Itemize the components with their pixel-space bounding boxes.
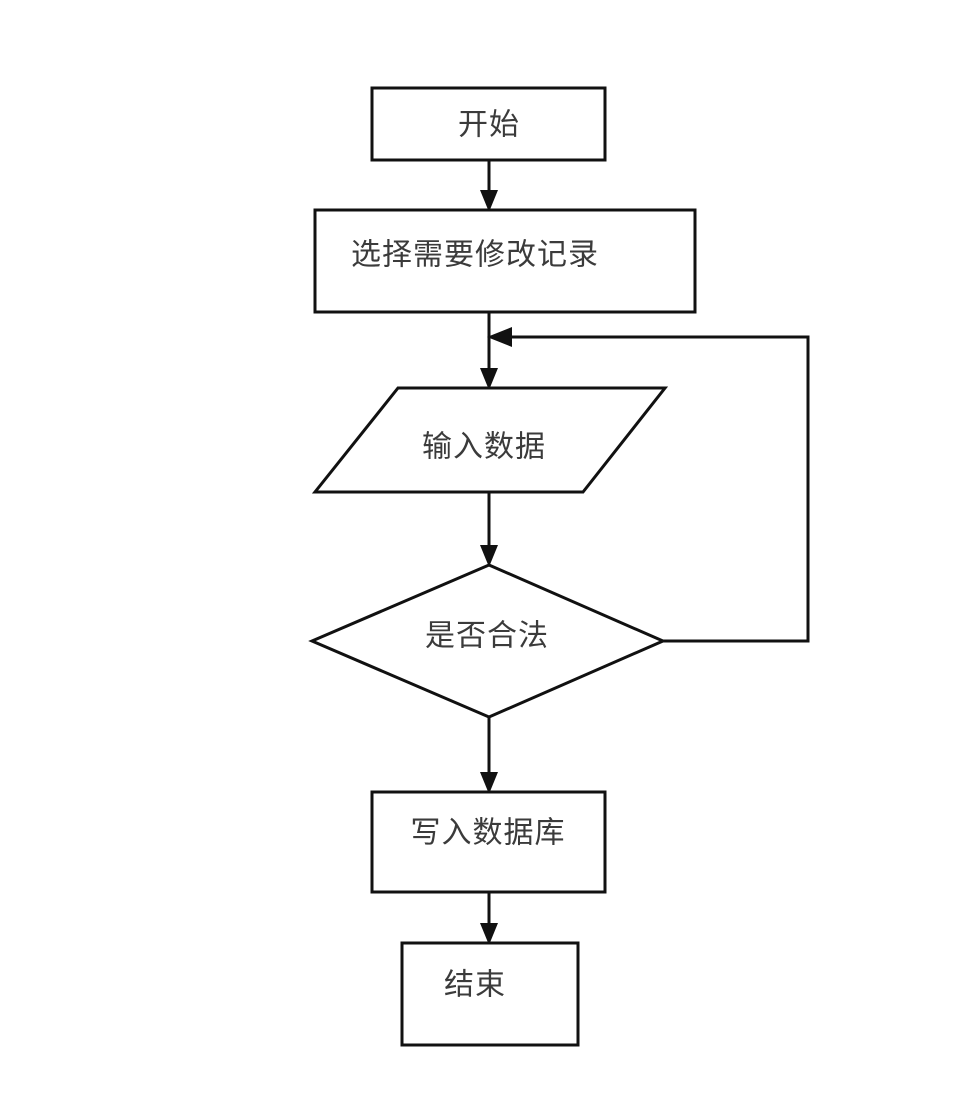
node-label-end: 结束 — [444, 968, 506, 1003]
node-write-db[interactable]: 写入数据库 — [370, 790, 607, 894]
node-shape-diamond — [308, 563, 667, 719]
connector-decision-loop-back — [487, 327, 810, 643]
connector-select-to-input — [480, 312, 498, 390]
node-select-record[interactable]: 选择需要修改记录 — [313, 208, 697, 314]
connector-write-to-end — [480, 892, 498, 945]
node-shape-parallelogram — [311, 386, 669, 494]
node-input-data[interactable]: 输入数据 — [311, 386, 669, 494]
connector-input-to-decision — [480, 492, 498, 567]
node-shape-rectangle — [400, 941, 580, 1047]
node-start[interactable]: 开始 — [370, 86, 607, 162]
arrow-head-down-icon — [480, 772, 498, 794]
node-label-start: 开始 — [458, 108, 520, 143]
node-label-write-db: 写入数据库 — [411, 816, 566, 851]
arrow-head-down-icon — [480, 190, 498, 212]
connector-start-to-select — [480, 160, 498, 212]
arrow-head-left-icon — [487, 327, 512, 347]
connector-line — [505, 335, 810, 643]
node-shape-rectangle — [370, 790, 607, 894]
node-label-is-valid: 是否合法 — [425, 619, 549, 654]
node-end[interactable]: 结束 — [400, 941, 580, 1047]
arrow-head-down-icon — [480, 923, 498, 945]
node-shape-rectangle — [370, 86, 607, 162]
connector-decision-to-write — [480, 717, 498, 794]
node-is-valid[interactable]: 是否合法 — [308, 563, 667, 719]
node-shape-rectangle — [313, 208, 697, 314]
node-layer: 开始 选择需要修改记录 输入数据 是否合法 写入数据库 结束 — [308, 86, 697, 1047]
node-label-input-data: 输入数据 — [422, 430, 546, 465]
arrow-head-down-icon — [480, 368, 498, 390]
arrow-head-down-icon — [480, 545, 498, 567]
connector-layer — [480, 160, 810, 945]
node-label-select-record: 选择需要修改记录 — [351, 238, 599, 273]
